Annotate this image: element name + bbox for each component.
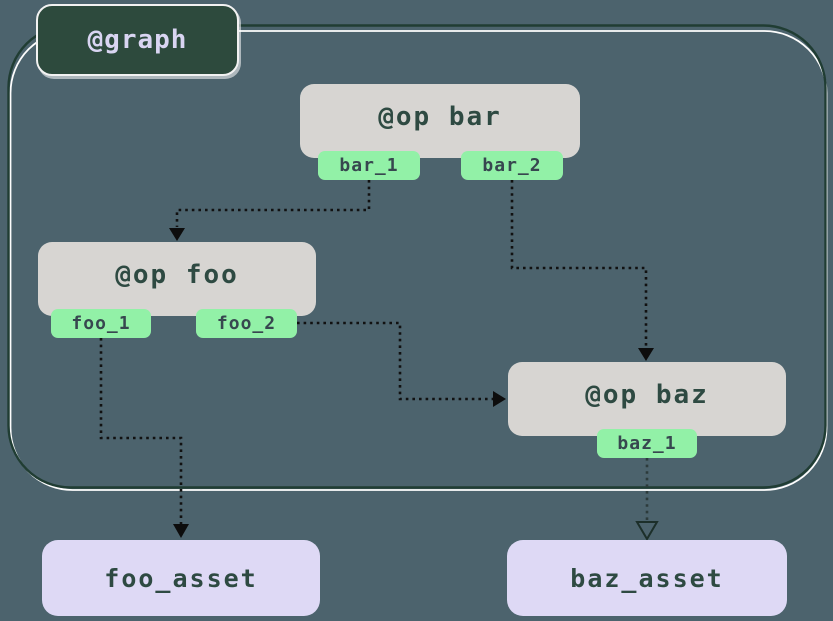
arrowhead-baz1-to-baz-asset <box>635 521 659 541</box>
output-tag-bar-1-label: bar_1 <box>339 155 399 176</box>
op-node-baz: @op baz <box>508 362 786 436</box>
output-tag-bar-1: bar_1 <box>318 151 420 180</box>
output-tag-foo-2: foo_2 <box>196 309 297 338</box>
edge-foo2-to-baz <box>297 321 493 401</box>
asset-node-foo: foo_asset <box>42 540 320 616</box>
output-tag-foo-1-label: foo_1 <box>71 313 131 334</box>
output-tag-bar-2: bar_2 <box>461 151 563 180</box>
graph-label-text: @graph <box>87 25 188 55</box>
graph-border <box>7 24 827 489</box>
output-tag-baz-1-label: baz_1 <box>617 433 677 454</box>
op-foo-label: @op foo <box>115 260 239 290</box>
output-tag-foo-1: foo_1 <box>51 309 151 338</box>
arrowhead-foo1-to-foo-asset <box>173 524 189 538</box>
output-tag-baz-1: baz_1 <box>597 429 697 458</box>
output-tag-bar-2-label: bar_2 <box>482 155 542 176</box>
asset-node-baz: baz_asset <box>507 540 787 616</box>
edge-bar2-to-baz <box>510 180 648 348</box>
op-node-foo: @op foo <box>38 242 316 316</box>
op-bar-label: @op bar <box>378 102 502 132</box>
op-baz-label: @op baz <box>585 380 709 410</box>
asset-foo-label: foo_asset <box>104 563 258 593</box>
op-node-bar: @op bar <box>300 84 580 158</box>
arrowhead-foo2-to-baz <box>493 391 506 407</box>
asset-baz-label: baz_asset <box>570 563 724 593</box>
arrowhead-bar2-to-baz <box>638 348 654 361</box>
edge-foo1-to-foo-asset <box>99 338 183 524</box>
graph-label: @graph <box>36 4 239 76</box>
arrowhead-bar1-to-foo <box>169 228 185 241</box>
output-tag-foo-2-label: foo_2 <box>216 313 277 334</box>
edge-bar1-to-foo <box>175 180 371 227</box>
